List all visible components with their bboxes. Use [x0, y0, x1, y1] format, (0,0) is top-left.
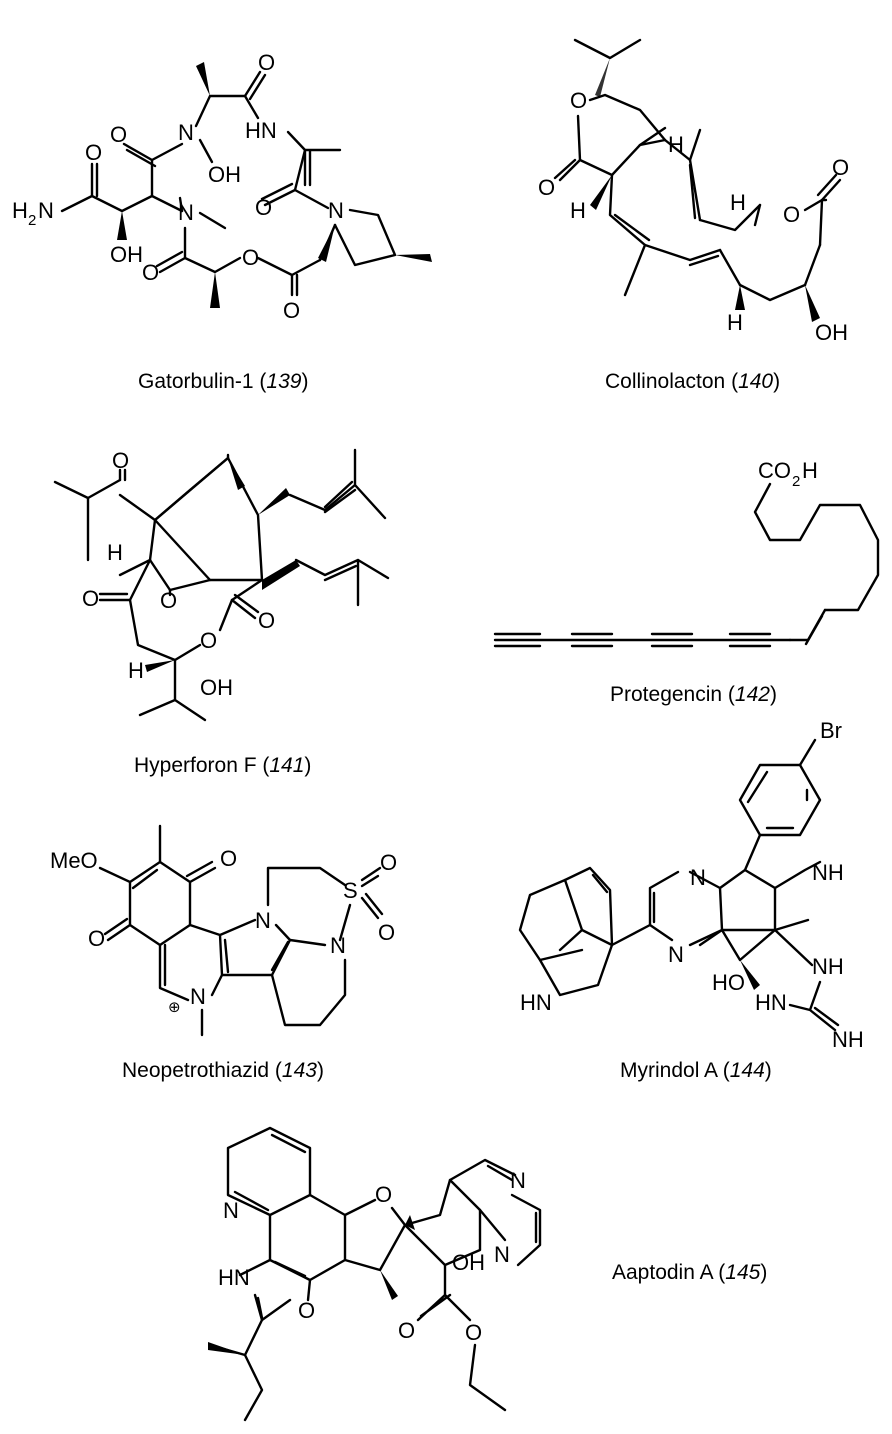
caption-myrindol-a: Myrindol A (144) — [620, 1059, 772, 1082]
atom-label: N — [328, 198, 344, 223]
atom-label: O — [88, 926, 105, 951]
atom-label: H — [570, 198, 586, 223]
atom-label: N — [668, 942, 684, 967]
atom-label: N — [223, 1198, 239, 1223]
atom-label: NH — [812, 954, 844, 979]
structure-aaptodin-a: N HN O O N N O O OH — [208, 1126, 542, 1422]
atom-label: NH — [812, 860, 844, 885]
atom-label: OH — [200, 675, 233, 700]
caption-collinolacton: Collinolacton (140) — [605, 370, 780, 393]
atom-label: H — [730, 190, 746, 215]
atom-label: OH — [815, 320, 848, 345]
caption-gatorbulin-1: Gatorbulin-1 (139) — [138, 370, 308, 393]
atom-label: HN — [755, 990, 787, 1015]
atom-label: O — [298, 1298, 315, 1323]
structure-myrindol-a: Br NH N N HO NH HN NH HN — [518, 718, 864, 1052]
atom-label: OH — [452, 1250, 485, 1275]
atom-label: OH — [110, 242, 143, 267]
atom-label: N — [190, 984, 206, 1009]
atom-label: N — [178, 120, 194, 145]
atom-label: H — [107, 540, 123, 565]
atom-label: N — [38, 198, 54, 223]
atom-label: O — [142, 260, 159, 285]
atom-label: HO — [712, 970, 745, 995]
atom-label: O — [375, 1182, 392, 1207]
atom-label: O — [465, 1320, 482, 1345]
structure-neopetrothiazid: MeO O O N ⊕ N S O O N — [50, 824, 397, 1037]
caption-hyperforon-f: Hyperforon F (141) — [134, 754, 311, 777]
structure-hyperforon-f: O H O O H O O OH — [53, 448, 390, 722]
atom-label: NH — [832, 1027, 864, 1052]
atom-label: O — [110, 122, 127, 147]
atom-label: MeO — [50, 848, 98, 873]
atom-label: HN — [218, 1265, 250, 1290]
atom-label: O — [220, 846, 237, 871]
atom-label: O — [242, 245, 259, 270]
structure-gatorbulin-1: H 2 N O OH O N OH O HN O N O O — [12, 50, 432, 323]
caption-aaptodin-a: Aaptodin A (145) — [612, 1261, 767, 1284]
atom-subscript: 2 — [792, 473, 800, 490]
atom-label: N — [690, 865, 706, 890]
atom-label: O — [85, 140, 102, 165]
atom-label: O — [258, 50, 275, 75]
caption-neopetrothiazid: Neopetrothiazid (143) — [122, 1059, 324, 1082]
atom-label: O — [832, 155, 849, 180]
structure-protegencin: CO 2 H — [493, 458, 880, 648]
atom-label: O — [380, 850, 397, 875]
atom-label: O — [398, 1318, 415, 1343]
atom-label: O — [258, 608, 275, 633]
atom-label: H — [727, 310, 743, 335]
structure-collinolacton: O O H H H H O O OH — [538, 38, 849, 345]
atom-label: N — [510, 1168, 526, 1193]
charge-plus: ⊕ — [168, 999, 181, 1016]
atom-label: O — [82, 586, 99, 611]
atom-label: N — [330, 933, 346, 958]
atom-subscript: 2 — [28, 212, 36, 229]
caption-protegencin: Protegencin (142) — [610, 683, 777, 706]
atom-label: H — [802, 458, 818, 483]
atom-label: HN — [245, 118, 277, 143]
atom-label: O — [283, 298, 300, 323]
atom-label: H — [12, 198, 28, 223]
atom-label: S — [343, 878, 358, 903]
atom-label: O — [112, 448, 129, 473]
atom-label: O — [570, 88, 587, 113]
atom-label: O — [783, 202, 800, 227]
atom-label: O — [538, 175, 555, 200]
atom-label: N — [255, 908, 271, 933]
atom-label: HN — [520, 990, 552, 1015]
atom-label: Br — [820, 718, 842, 743]
atom-label: O — [255, 195, 272, 220]
atom-label: OH — [208, 162, 241, 187]
atom-label: CO — [758, 458, 791, 483]
atom-label: N — [494, 1242, 510, 1267]
atom-label: O — [378, 920, 395, 945]
atom-label: O — [160, 588, 177, 613]
atom-label: H — [128, 658, 144, 683]
atom-label: O — [200, 628, 217, 653]
